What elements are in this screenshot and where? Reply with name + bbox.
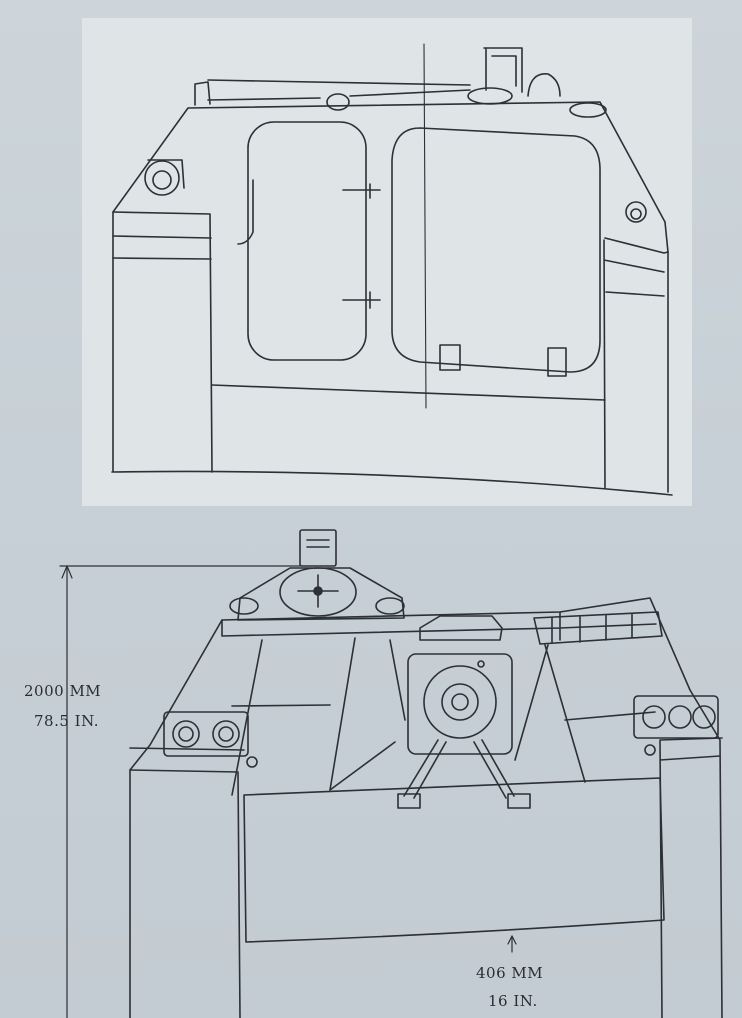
front-left-light-b-inner (219, 727, 233, 741)
rear-right-side (604, 238, 668, 488)
front-periscope-top (300, 530, 336, 566)
front-fan-housing (534, 612, 662, 644)
front-view (60, 530, 722, 1018)
rear-right-light-outer (626, 202, 646, 222)
front-towing-eyes (398, 794, 530, 808)
front-mantlet-bolt (478, 661, 484, 667)
front-mantlet-inner (452, 694, 468, 710)
rear-vision-block-right (570, 103, 606, 117)
front-left-marker (247, 757, 257, 767)
front-glacis-lines (232, 638, 655, 795)
front-right-light-c (693, 706, 715, 728)
front-periscope-glass (307, 540, 329, 547)
front-right-light-a (643, 706, 665, 728)
front-periscope-right (376, 598, 404, 614)
rear-view-background (82, 18, 692, 506)
rear-right-door-hinges (440, 345, 566, 376)
front-lower-plate (244, 778, 664, 942)
rear-right-light-inner (631, 209, 641, 219)
clearance-metric-label: 406 MM (476, 964, 544, 982)
rear-centerline (424, 44, 426, 408)
front-cupola (238, 568, 404, 620)
rear-view-panel (82, 18, 692, 506)
front-right-lights (634, 696, 718, 738)
front-right-light-b (669, 706, 691, 728)
front-left-side (130, 748, 244, 1018)
front-mantlet-mid (442, 684, 478, 720)
front-towing-arms (404, 740, 514, 798)
front-cupola-hatch (280, 568, 356, 616)
front-left-lights (164, 712, 248, 756)
rear-vision-block-left (468, 88, 512, 104)
rear-periscope-housing (484, 48, 522, 92)
front-right-side (660, 738, 722, 1018)
rear-roof-cupola (327, 94, 349, 110)
rear-left-door (248, 122, 366, 360)
rear-left-side (113, 212, 212, 472)
front-cupola-center (314, 587, 322, 595)
front-right-marker (645, 745, 655, 755)
rear-hull-outline (112, 102, 672, 495)
front-mantlet-outer (424, 666, 496, 738)
rear-right-door (392, 128, 600, 372)
rear-left-light-outer (145, 161, 179, 195)
front-hull-outline (130, 598, 722, 1018)
clearance-dimension-arrow (508, 936, 516, 944)
height-dimension-arrow (62, 566, 72, 578)
front-left-light-a (173, 721, 199, 747)
rear-left-light-bracket (148, 160, 184, 188)
front-periscope-left (230, 598, 258, 614)
height-imperial-label: 78.5 IN. (34, 712, 100, 730)
front-driver-hatch (420, 616, 502, 640)
front-left-light-a-inner (179, 727, 193, 741)
front-left-light-b (213, 721, 239, 747)
rear-left-light-inner (153, 171, 171, 189)
rear-left-door-handle (238, 180, 380, 308)
rear-vent-bump (528, 74, 560, 96)
rear-roof-line (195, 80, 470, 105)
height-metric-label: 2000 MM (24, 682, 102, 700)
front-mantlet-box (408, 654, 512, 754)
clearance-imperial-label: 16 IN. (488, 992, 538, 1010)
rear-plate-edge (212, 385, 605, 400)
